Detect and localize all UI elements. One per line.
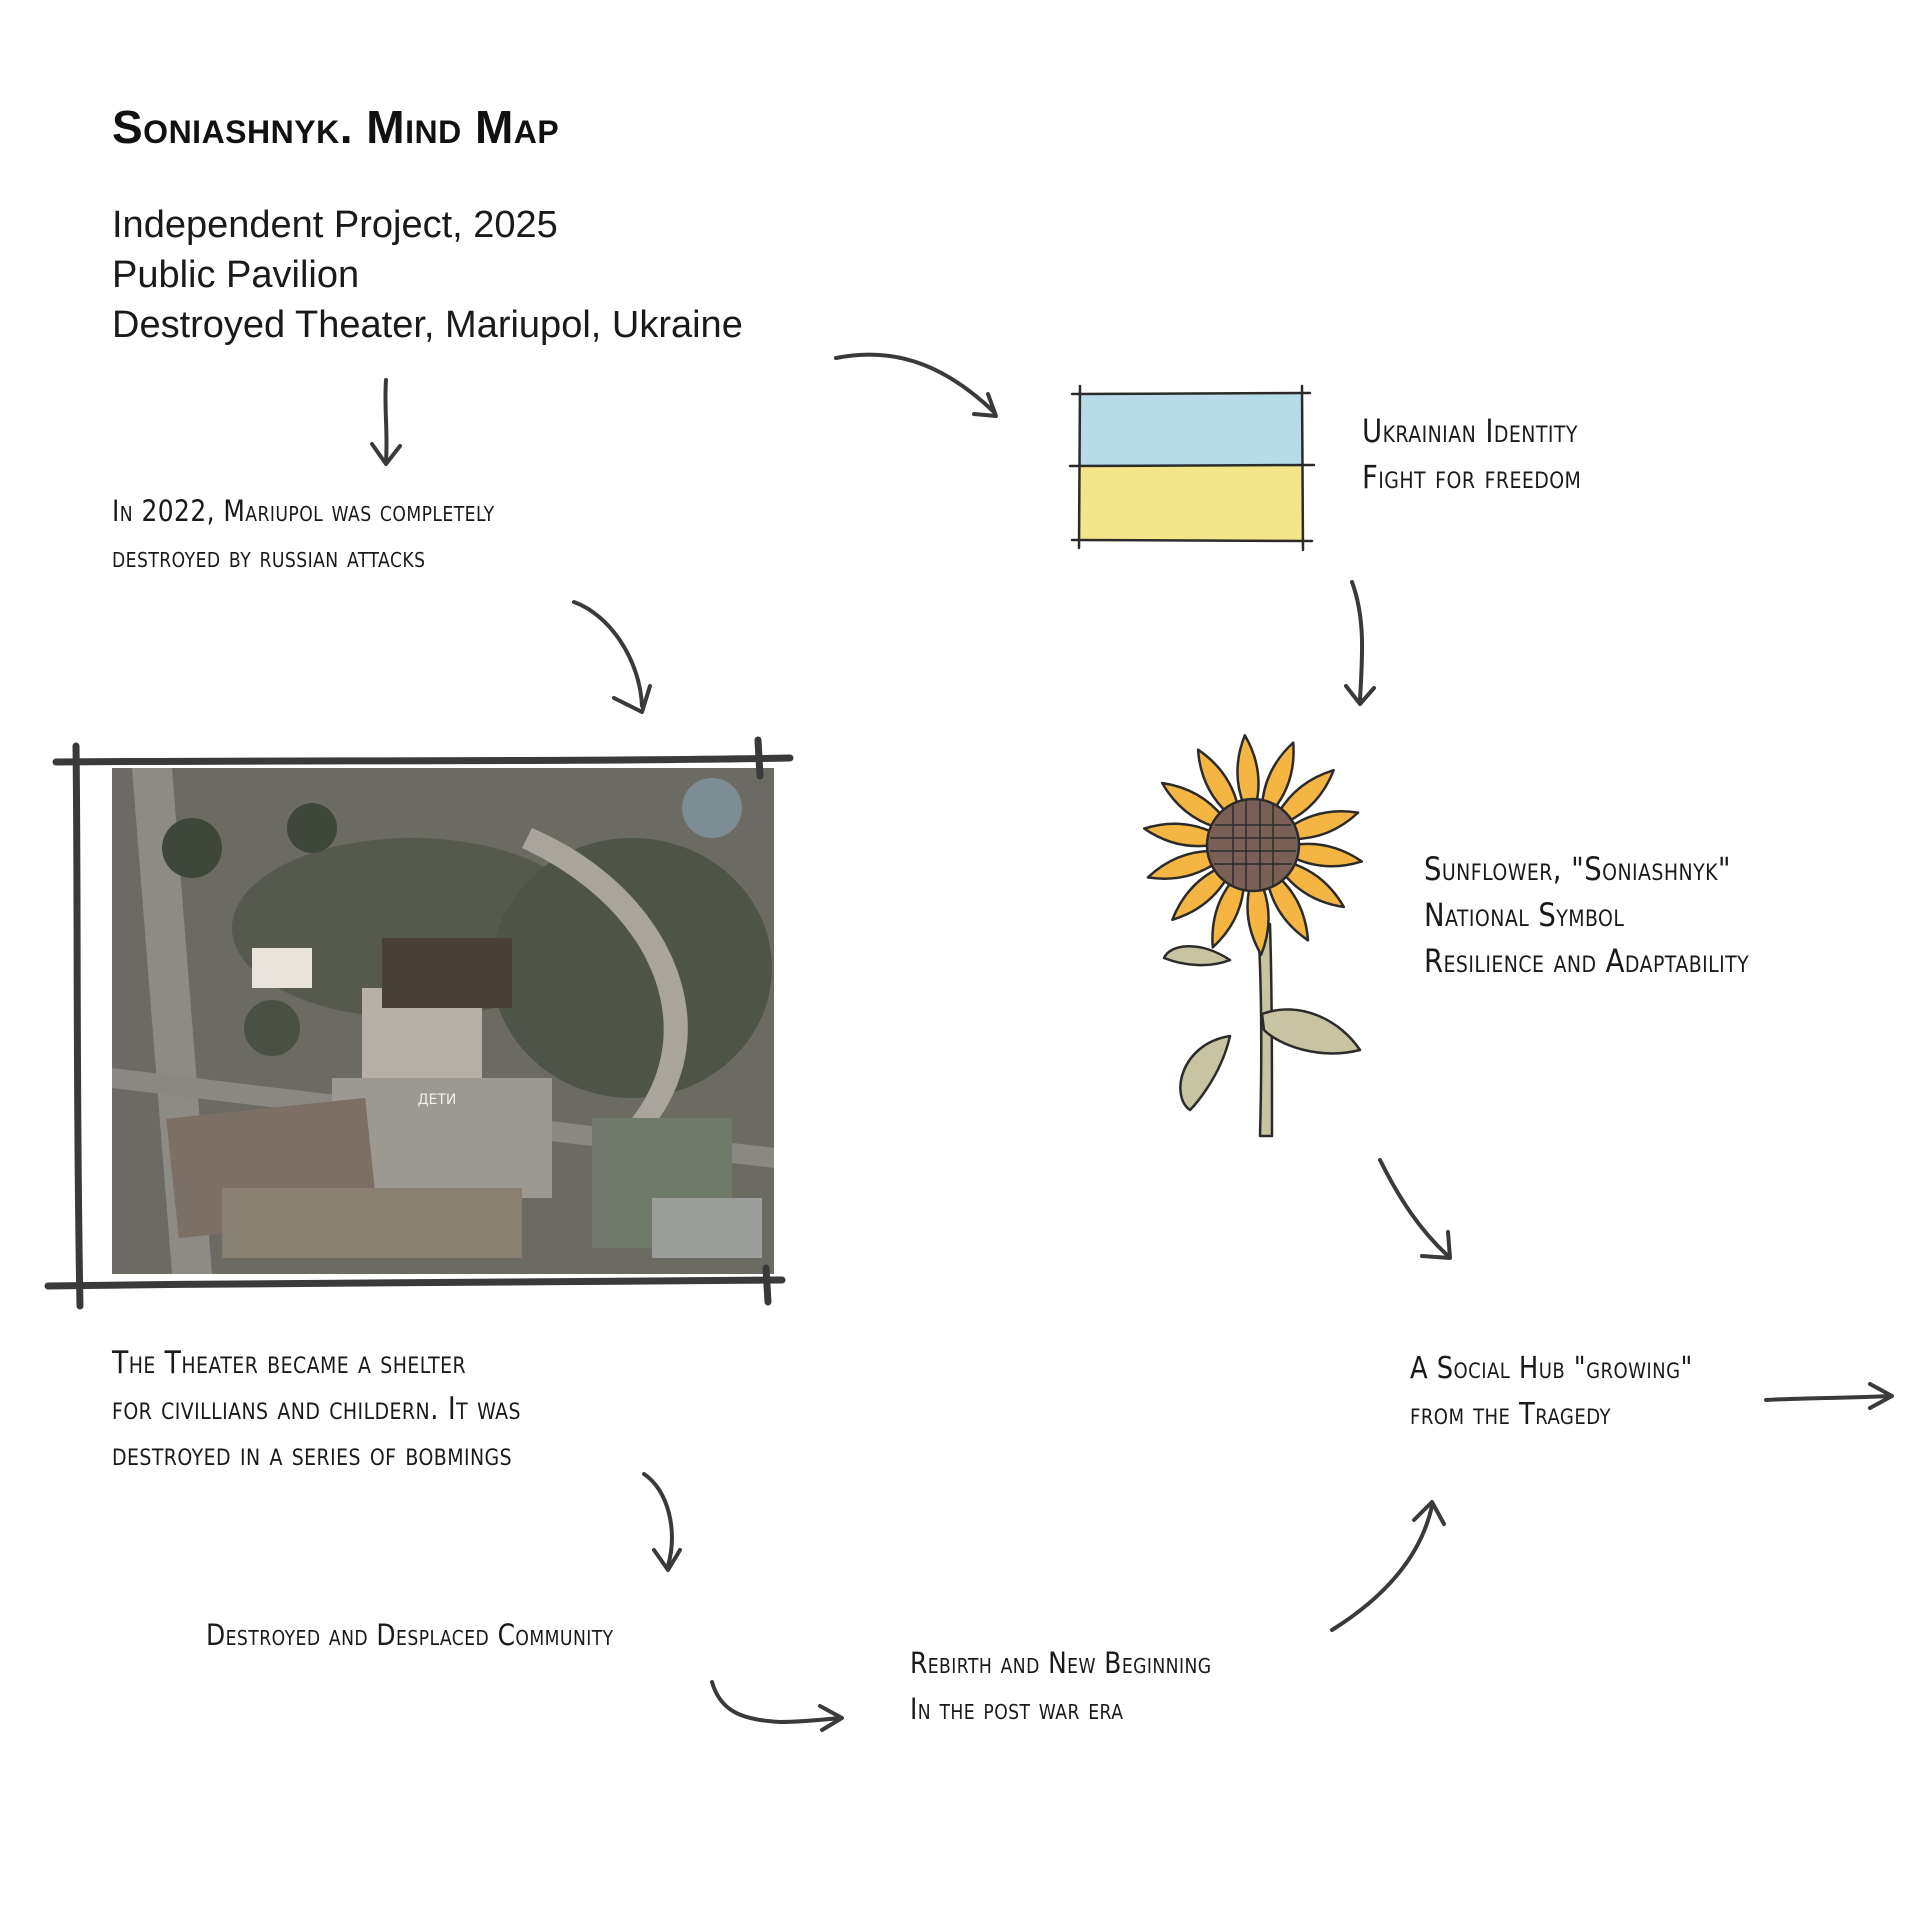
sunflower-petal [1260,741,1295,812]
sunflower-petal [1290,842,1364,868]
arrow-icon [370,378,402,466]
node-line: Rebirth and New Beginning [910,1646,1212,1680]
project-info: Independent Project, 2025 Public Pavilio… [112,200,743,350]
sunflower-petal [1171,866,1229,922]
arrow-icon [572,600,652,714]
arrow-icon [710,1680,844,1732]
sunflower-petal [1281,861,1346,909]
sunflower-petal [1236,734,1260,807]
arrow-icon [1378,1158,1452,1260]
node-line: Sunflower, "Soniashnyk" [1424,850,1732,888]
node-line: In the post war era [910,1692,1124,1726]
node-line: In 2022, Mariupol was completely [112,494,495,528]
sunflower-petal [1288,810,1360,841]
node-line: from the Tragedy [1410,1397,1612,1432]
node-sunflower: Sunflower, "Soniashnyk" National Symbol … [1424,846,1749,984]
arrow-icon [834,352,998,418]
node-rebirth: Rebirth and New Beginning In the post wa… [910,1640,1212,1732]
sunflower-petal [1211,878,1246,949]
node-community: Destroyed and Desplaced Community [206,1612,614,1658]
arrow-icon [1330,1500,1446,1632]
arrow-icon [1344,580,1376,706]
photo-painted-text: ДЕТИ [418,1092,457,1108]
node-line: destroyed by russian attacks [112,540,426,574]
node-theater: The Theater became a shelter for civilli… [112,1340,521,1478]
sunflower-petal [1266,875,1310,942]
sunflower-petal [1146,849,1218,880]
arrow-icon [642,1472,682,1572]
project-info-line: Public Pavilion [112,254,360,296]
node-line: Resilience and Adaptability [1424,942,1750,980]
node-line: destroyed in a series of bobmings [112,1437,513,1473]
node-line: The Theater became a shelter [112,1345,467,1381]
node-line: Destroyed and Desplaced Community [206,1618,614,1652]
theater-aerial-photo: ДЕТИ [112,768,774,1274]
sunflower-petal [1196,748,1240,815]
node-social-hub: A Social Hub "growing" from the Tragedy [1410,1346,1693,1438]
node-line: A Social Hub "growing" [1410,1351,1693,1386]
sunflower-petal [1160,781,1225,829]
sunflower-petal [1246,883,1270,956]
sunflower-petal [1142,822,1216,848]
arrow-icon [1764,1382,1894,1410]
node-identity: Ukrainian Identity Fight for freedom [1362,408,1581,500]
sunflower-petal [1277,768,1335,824]
project-info-line: Destroyed Theater, Mariupol, Ukraine [112,304,743,346]
node-line: National Symbol [1424,896,1625,934]
project-info-line: Independent Project, 2025 [112,204,558,246]
node-line: for civillians and childern. It was [112,1391,521,1427]
node-line: Ukrainian Identity [1362,412,1578,450]
node-line: Fight for freedom [1362,458,1582,496]
node-mariupol: In 2022, Mariupol was completely destroy… [112,488,495,580]
page-title: Soniashnyk. Mind Map [112,101,560,153]
